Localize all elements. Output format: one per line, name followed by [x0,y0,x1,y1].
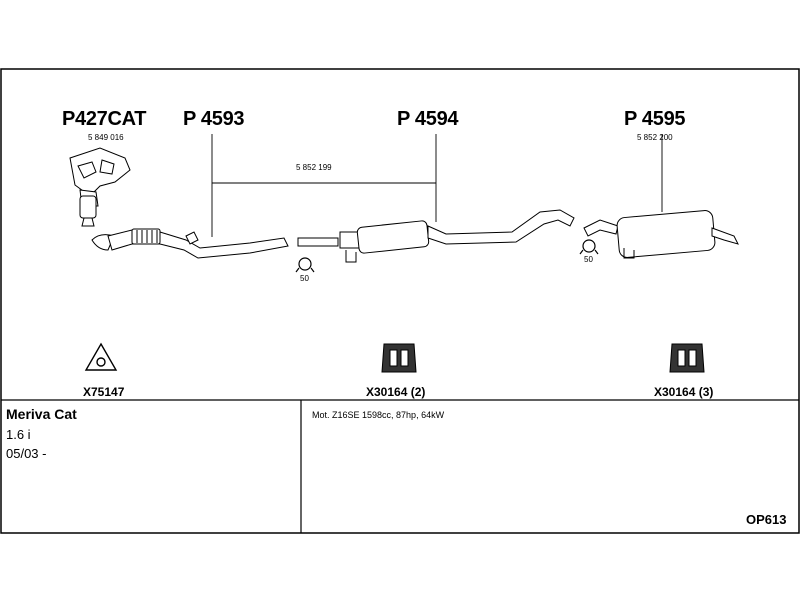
hanger-middle-icon [295,257,315,273]
part-number-rear: P 4595 [624,108,686,130]
gasket-icon [84,342,118,371]
vehicle-model: Meriva Cat [6,406,77,422]
rear-silencer [583,210,739,259]
vehicle-date: 05/03 - [6,446,47,461]
outer-frame [0,68,800,534]
middle-silencer [297,209,575,263]
part-number-middle: P 4594 [397,108,459,130]
fitting-mount-middle-label: X30164 (2) [366,385,426,399]
ref-number-manifold: 5 849 016 [88,133,124,142]
hanger-qty-middle: 50 [300,274,309,283]
rubber-mount-icon-rear [669,343,705,373]
engine-note: Mot. Z16SE 1598cc, 87hp, 64kW [312,410,445,420]
hanger-qty-rear: 50 [584,255,593,264]
diagram-code: OP613 [746,512,787,527]
front-pipe [107,228,289,259]
ref-number-rear: 5 852 200 [637,133,673,142]
hanger-rear-icon [579,239,599,255]
manifold-catalyst [69,147,131,251]
vehicle-engine: 1.6 i [6,427,31,442]
part-number-front-pipe: P 4593 [183,108,245,130]
part-number-manifold: P427CAT [62,108,147,130]
rubber-mount-icon-middle [381,343,417,373]
fitting-gasket-label: X75147 [83,385,125,399]
fitting-mount-rear-label: X30164 (3) [654,385,714,399]
ref-number-middle: 5 852 199 [296,163,332,172]
